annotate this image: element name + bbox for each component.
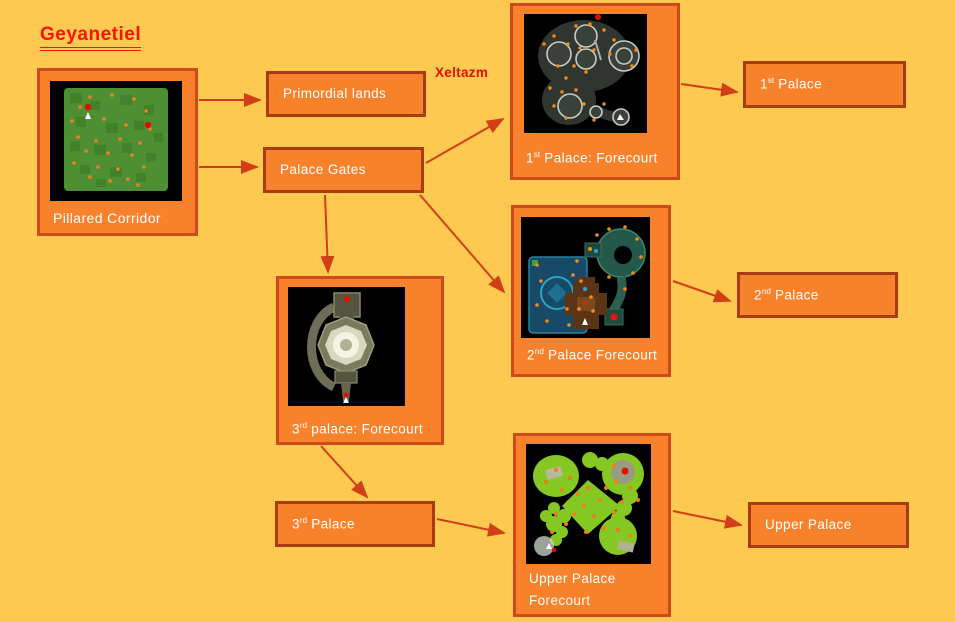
blue-teal-rooms-minimap (521, 217, 650, 338)
boss-dot (84, 103, 92, 111)
node-label-line2: Forecourt (529, 593, 591, 608)
node-upper-palace: Upper Palace (748, 502, 909, 548)
node-pillared-corridor: Pillared Corridor (37, 68, 198, 236)
node-palace-gates: Palace Gates (263, 147, 424, 193)
ordinal-sup: rd (299, 516, 308, 525)
creature-dots (544, 464, 640, 538)
node-second-palace-forecourt: 2nd Palace Forecourt (511, 205, 671, 377)
node-third-palace: 3rd Palace (275, 501, 435, 547)
second-forecourt-map-image (521, 217, 650, 338)
stone-rotunda-minimap (288, 287, 405, 406)
arrow-third-palace-to-upper-palace-forecourt (436, 518, 506, 537)
node-label-line1: Upper Palace (529, 571, 616, 586)
page-title: Geyanetiel (40, 24, 142, 51)
green-field-minimap (50, 81, 182, 201)
node-label-text: Palace (770, 287, 819, 303)
red-dot (610, 313, 618, 321)
node-label-text: 1 (760, 76, 768, 92)
node-label-text: 1 (526, 150, 534, 166)
node-label-text: Pillared Corridor (53, 210, 161, 226)
first-forecourt-map-image (524, 14, 647, 133)
red-dot (621, 467, 629, 475)
upper-forecourt-map-image (526, 444, 651, 564)
node-second-palace: 2nd Palace (737, 272, 898, 318)
node-first-palace-forecourt: 1st Palace: Forecourt (510, 3, 680, 180)
player-marker-icon (617, 114, 624, 120)
node-label-text: Palace Gates (280, 162, 366, 177)
red-dot (144, 121, 152, 129)
node-upper-palace-forecourt: Upper Palace Forecourt (513, 433, 671, 617)
ordinal-sup: nd (534, 347, 544, 356)
ordinal-sup: nd (761, 287, 771, 296)
red-dot (551, 547, 557, 553)
arrow-palace-gates-to-first-palace-forecourt (425, 118, 505, 164)
ordinal-sup: st (767, 76, 775, 85)
node-label: 1st Palace: Forecourt (526, 144, 658, 170)
player-marker-icon (85, 112, 91, 119)
red-dot (343, 392, 349, 398)
node-label-text: Primordial lands (283, 86, 387, 101)
ordinal-sup: rd (299, 421, 308, 430)
player-marker-icon (582, 318, 588, 325)
node-label: Upper Palace Forecourt (529, 568, 616, 612)
node-label-text: Palace Forecourt (543, 347, 658, 363)
region-label-xeltazm: Xeltazm (435, 65, 489, 80)
node-label-text: Palace (774, 76, 822, 92)
arrow-second-palace-forecourt-to-second-palace (672, 280, 732, 303)
node-label-text: 3 (292, 421, 300, 437)
third-forecourt-map-image (288, 287, 405, 406)
node-label-text: Palace: Forecourt (540, 150, 658, 166)
node-label-text: 2 (754, 287, 762, 303)
ordinal-sup: st (533, 150, 541, 159)
node-third-palace-forecourt: 3rd palace: Forecourt (276, 276, 444, 445)
grey-cavern-minimap (524, 14, 647, 133)
node-label: Pillared Corridor (53, 207, 161, 229)
node-label: 3rd palace: Forecourt (292, 415, 423, 441)
arrow-palace-gates-to-third-palace-forecourt (320, 194, 335, 274)
red-dot (344, 296, 350, 302)
node-label: 2nd Palace Forecourt (527, 341, 657, 367)
player-marker-icon (546, 543, 552, 549)
node-first-palace: 1st Palace (743, 61, 906, 108)
green-islands-minimap (526, 444, 651, 564)
pillared-corridor-map-image (50, 81, 182, 201)
creature-dots (542, 22, 638, 122)
player-marker-icon (343, 397, 349, 403)
node-label-text: 3 (292, 516, 300, 532)
creature-dots (70, 93, 152, 187)
arrow-upper-palace-forecourt-to-upper-palace (672, 510, 743, 529)
node-label-text: Upper Palace (765, 517, 852, 532)
creature-dots (535, 225, 643, 327)
red-dot (595, 14, 601, 20)
arrow-first-palace-forecourt-to-first-palace (680, 82, 739, 97)
node-label-text: 2 (527, 347, 535, 363)
node-label-text: Palace (307, 516, 355, 532)
node-primordial-lands: Primordial lands (266, 71, 426, 117)
arrow-third-palace-forecourt-to-third-palace (320, 445, 369, 499)
node-label-text: palace: Forecourt (307, 421, 424, 437)
